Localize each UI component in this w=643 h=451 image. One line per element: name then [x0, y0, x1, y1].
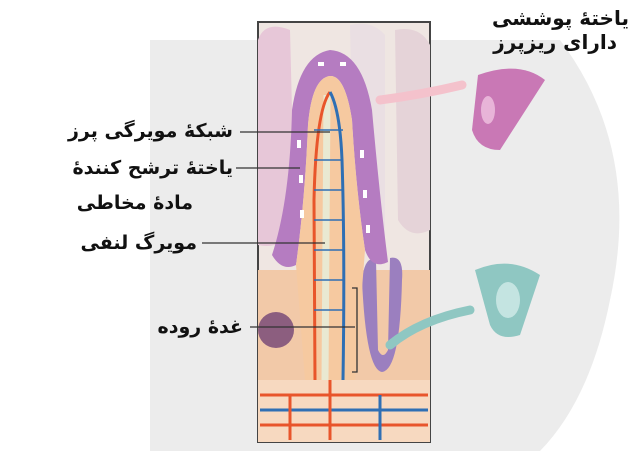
- label-lymph-capillary: مویرگ لنفی: [81, 230, 198, 256]
- lacteal-vessel: [325, 95, 327, 380]
- label-intestinal-gland: غدهٔ روده: [158, 314, 244, 340]
- label-epithelial-cell-line2: دارای ریزپرز: [493, 30, 617, 54]
- label-mucus-secreting-cell-line1: یاختهٔ ترشح کنندهٔ: [72, 155, 233, 181]
- label-mucus-secreting-cell-line2: مادهٔ مخاطی: [77, 190, 193, 216]
- label-epithelial-cell-line1: یاختهٔ پوششی: [492, 6, 629, 30]
- tissue-panel: [258, 22, 430, 442]
- label-villus-capillary-network: شبکهٔ مویرگی پرز: [68, 118, 233, 144]
